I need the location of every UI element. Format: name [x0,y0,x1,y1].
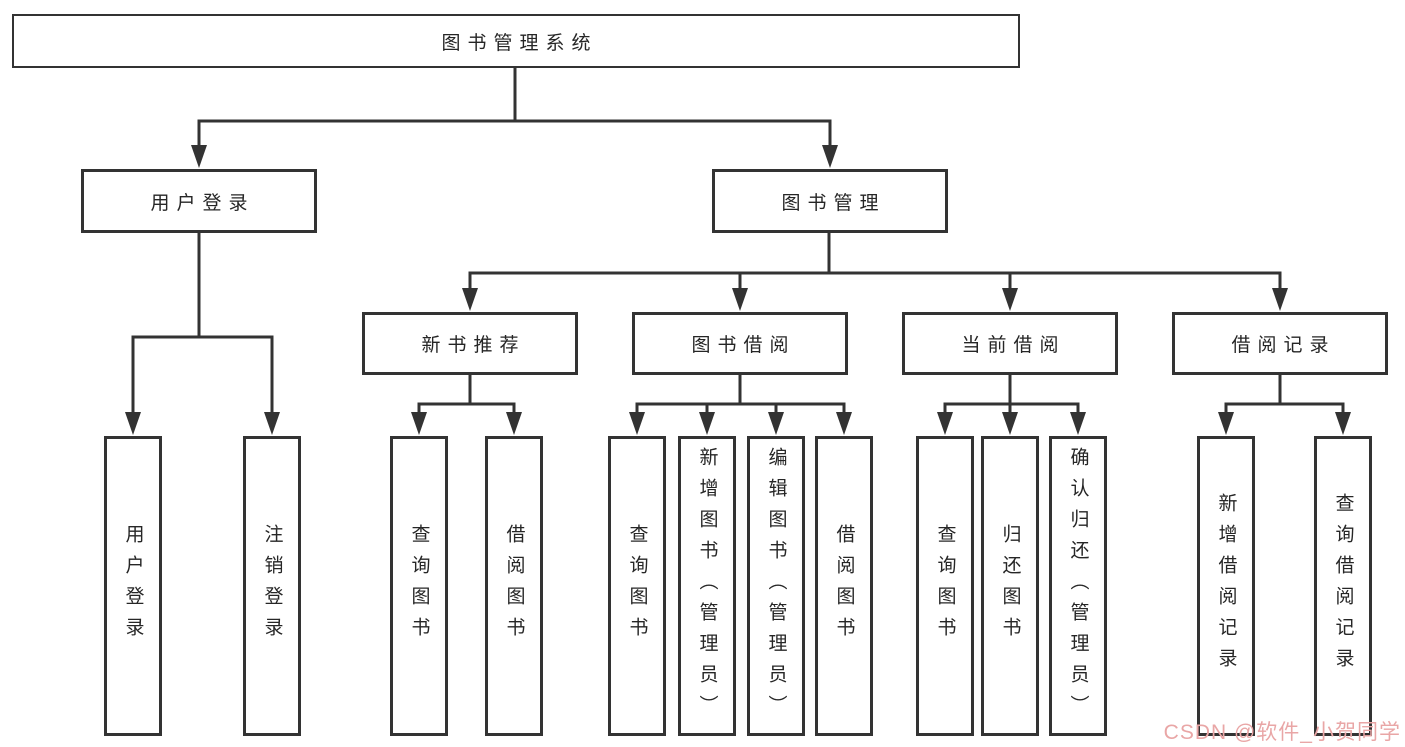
connector-currentborrow-to-leaves [943,375,1080,416]
leaf-query-books-recommend: 查询图书 [390,436,448,736]
leaf-edit-books-admin-label: 编辑图书（管理员） [765,446,787,726]
connector-records-to-leaves [1224,375,1345,416]
leaf-confirm-return-admin: 确认归还（管理员） [1049,436,1107,736]
node-borrow-records-label: 借阅记录 [1231,335,1336,356]
connector-root-to-level2 [197,68,832,149]
leaf-borrow-books-label: 借阅图书 [833,524,855,648]
leaf-confirm-return-admin-label: 确认归还（管理员） [1067,446,1089,726]
node-user-login-branch: 用户登录 [81,169,317,233]
node-user-login-branch-label: 用户登录 [150,192,255,214]
leaf-query-books-current: 查询图书 [916,436,974,736]
node-new-book-recommend: 新书推荐 [362,312,578,375]
leaf-query-borrow-record-label: 查询借阅记录 [1332,493,1354,679]
leaf-user-login-label: 用户登录 [122,524,144,648]
leaf-logout-label: 注销登录 [261,524,283,648]
node-current-borrow-label: 当前借阅 [961,335,1066,356]
csdn-watermark: CSDN @软件_小贺同学 [1163,721,1401,744]
leaf-borrow-books: 借阅图书 [815,436,873,736]
connector-bookmgmt-to-level3 [468,233,1282,292]
leaf-user-login: 用户登录 [104,436,162,736]
leaf-add-books-admin-label: 新增图书（管理员） [696,446,718,726]
connector-bookborrow-to-leaves [635,375,846,416]
leaf-borrow-books-recommend: 借阅图书 [485,436,543,736]
node-root-system: 图书管理系统 [12,14,1020,68]
arrowheads [125,145,1351,435]
leaf-query-books-recommend-label: 查询图书 [408,524,430,648]
leaf-return-books-label: 归还图书 [999,524,1021,648]
leaf-add-books-admin: 新增图书（管理员） [678,436,736,736]
leaf-add-borrow-record-label: 新增借阅记录 [1215,493,1237,679]
node-book-management-branch-label: 图书管理 [781,192,886,214]
leaf-add-borrow-record: 新增借阅记录 [1197,436,1255,736]
leaf-borrow-books-recommend-label: 借阅图书 [503,524,525,648]
node-book-borrow: 图书借阅 [632,312,848,375]
leaf-query-books-borrow: 查询图书 [608,436,666,736]
node-root-system-label: 图书管理系统 [441,32,598,54]
leaf-edit-books-admin: 编辑图书（管理员） [747,436,805,736]
node-book-borrow-label: 图书借阅 [691,335,796,356]
leaf-query-books-current-label: 查询图书 [934,524,956,648]
leaf-query-borrow-record: 查询借阅记录 [1314,436,1372,736]
leaf-logout: 注销登录 [243,436,301,736]
connector-newbook-to-leaves [417,375,516,416]
node-new-book-recommend-label: 新书推荐 [421,335,526,356]
node-current-borrow: 当前借阅 [902,312,1118,375]
leaf-return-books: 归还图书 [981,436,1039,736]
leaf-query-books-borrow-label: 查询图书 [626,524,648,648]
node-book-management-branch: 图书管理 [712,169,948,233]
connector-userlogin-to-leaves [131,233,274,417]
node-borrow-records: 借阅记录 [1172,312,1388,375]
